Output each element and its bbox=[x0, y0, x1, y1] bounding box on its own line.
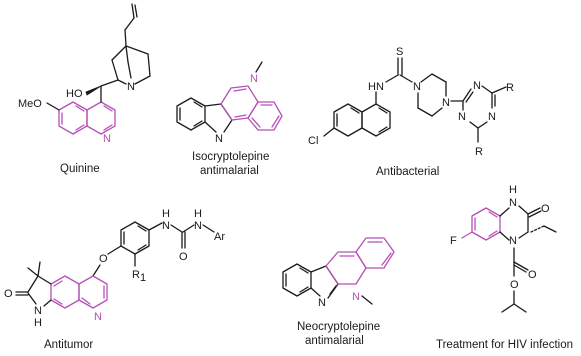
antibacterial-piperazine-n2-label: N bbox=[442, 97, 450, 109]
structure-quinine: MeO N HO N Quinine bbox=[18, 3, 151, 175]
isocryptolepine-methyl-n-label: N bbox=[250, 73, 258, 85]
hiv-carbonyl-o-label: O bbox=[528, 269, 537, 281]
structure-neocryptolepine: N N Neocryptolepine antimalarial bbox=[282, 237, 395, 347]
caption-quinine: Quinine bbox=[60, 163, 100, 175]
hiv-amide-o-label: O bbox=[541, 203, 550, 215]
antitumor-benzo-ring bbox=[50, 275, 80, 309]
hiv-f-label: F bbox=[450, 235, 457, 247]
antitumor-lactam-o-label: O bbox=[4, 288, 13, 300]
antitumor-urea-n2-label: N bbox=[194, 220, 202, 232]
caption-antitumor: Antitumor bbox=[44, 339, 93, 351]
antibacterial-s-label: S bbox=[396, 46, 403, 58]
caption-isocryptolepine: Isocryptolepine bbox=[192, 151, 269, 163]
caption-hiv: Treatment for HIV infection bbox=[436, 339, 573, 351]
quinine-meo-label: MeO bbox=[18, 98, 42, 110]
antitumor-lactam-n-label: N bbox=[34, 305, 42, 317]
antibacterial-hn-label: HN bbox=[368, 81, 384, 93]
caption-neocryptolepine: Neocryptolepine bbox=[297, 321, 380, 333]
antibacterial-triazine-n3-label: N bbox=[458, 111, 466, 123]
antitumor-r1-label: R1 bbox=[132, 269, 146, 284]
isocryptolepine-indole-n-label: N bbox=[215, 133, 223, 145]
antitumor-urea-h2-label: H bbox=[194, 208, 202, 220]
antibacterial-cl-label: Cl bbox=[308, 135, 318, 147]
hiv-amide-n-label: N bbox=[509, 197, 517, 209]
neocryptolepine-benzo-ring bbox=[355, 237, 395, 269]
antibacterial-piperazine-n1-label: N bbox=[413, 81, 421, 93]
antitumor-lactam-h-label: H bbox=[34, 317, 42, 329]
caption-isocryptolepine-activity: antimalarial bbox=[200, 165, 259, 177]
neocryptolepine-pyridine-ring bbox=[325, 251, 367, 285]
neocryptolepine-indole-n-label: N bbox=[318, 297, 326, 309]
antibacterial-r1-label: R bbox=[506, 82, 514, 94]
antitumor-urea-n1-label: N bbox=[162, 220, 170, 232]
antitumor-ether-o-label: O bbox=[99, 253, 108, 265]
caption-antibacterial: Antibacterial bbox=[376, 166, 439, 178]
hiv-amide-h-label: H bbox=[509, 184, 517, 196]
isocryptolepine-pyridine-ring bbox=[220, 85, 259, 121]
antibacterial-triazine-n1-label: N bbox=[473, 80, 481, 92]
antitumor-carbonyl-o-label: O bbox=[179, 251, 188, 263]
antitumor-ring-n-label: N bbox=[94, 311, 102, 323]
quinine-benzo-ring bbox=[58, 101, 88, 135]
quinine-ring-n-label: N bbox=[103, 133, 111, 145]
antibacterial-triazine-n2-label: N bbox=[488, 111, 496, 123]
quinine-bridge-n-label: N bbox=[127, 81, 135, 93]
isocryptolepine-benzo-ring bbox=[247, 101, 283, 131]
antitumor-urea-h1-label: H bbox=[162, 208, 170, 220]
neocryptolepine-methyl-n-label: N bbox=[352, 291, 360, 303]
hiv-benzo-ring bbox=[471, 207, 501, 241]
hiv-ester-o-label: O bbox=[510, 279, 519, 291]
structure-antitumor: H N O H N Ar R1 O N O N H bbox=[4, 208, 225, 351]
structure-antibacterial: Cl HN S N N N R N R N Antibact bbox=[308, 46, 514, 178]
caption-neocryptolepine-activity: antimalarial bbox=[305, 335, 364, 347]
antitumor-pyridine-ring bbox=[78, 275, 108, 309]
antitumor-ar-label: Ar bbox=[214, 231, 225, 243]
hiv-carbamate-n-label: N bbox=[509, 235, 517, 247]
quinine-ho-label: HO bbox=[66, 88, 83, 100]
antibacterial-r2-label: R bbox=[475, 146, 483, 158]
structure-isocryptolepine: N N Isocryptolepine antimalarial bbox=[176, 61, 283, 177]
quinine-pyridine-ring bbox=[86, 101, 116, 135]
structure-hiv: F H N O N O O Treatment for HIV infectio… bbox=[436, 184, 573, 351]
